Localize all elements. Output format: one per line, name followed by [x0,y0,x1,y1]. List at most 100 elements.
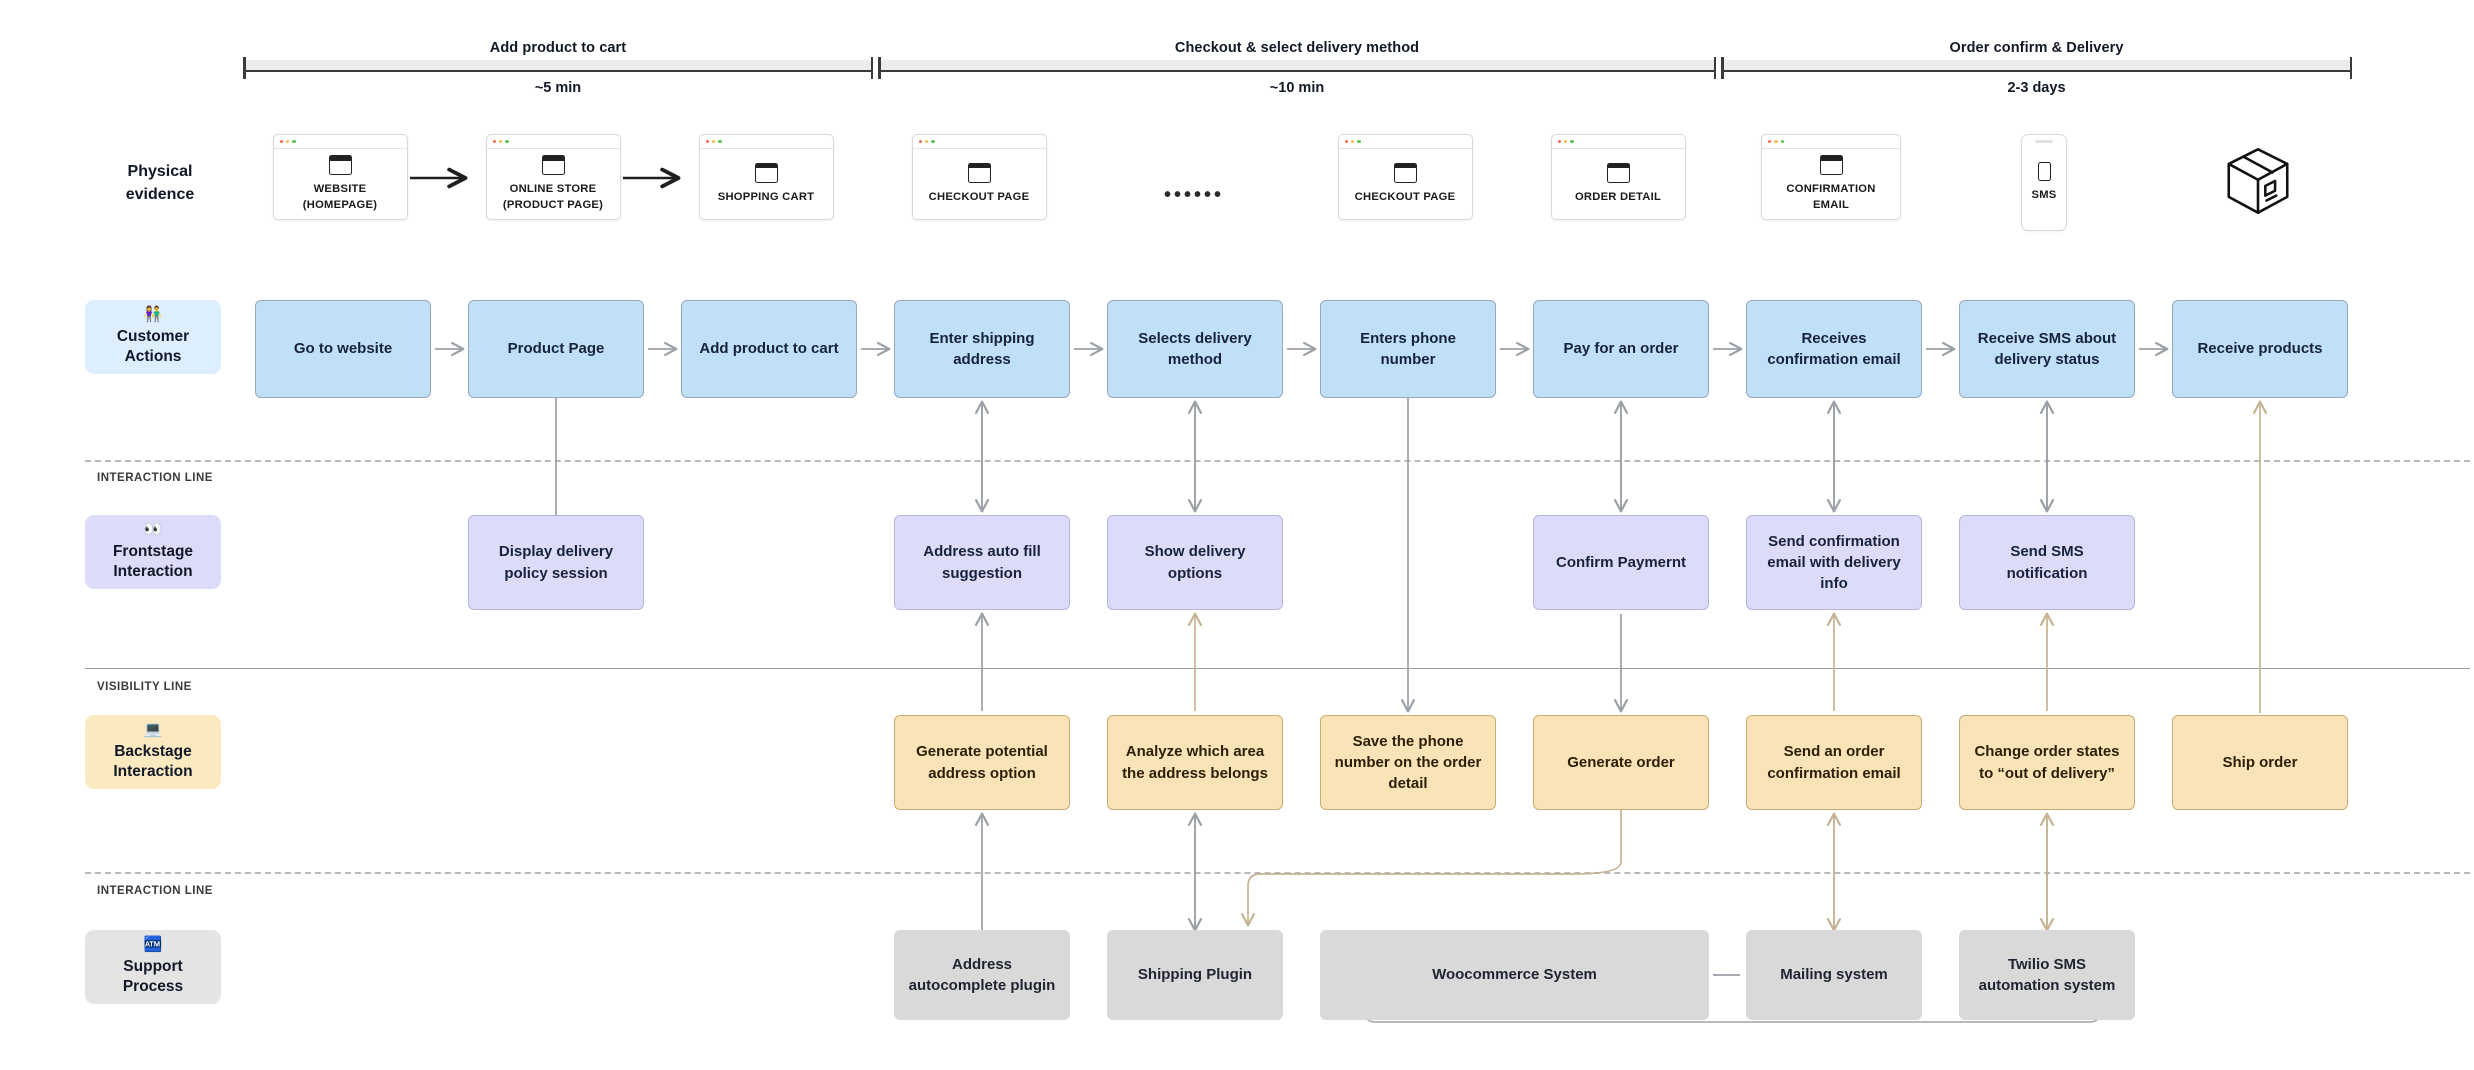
customer-action-node-label: Product Page [507,340,605,358]
physical-evidence-browser-2: ONLINE STORE(PRODUCT PAGE) [485,134,621,220]
customer-action-node[interactable]: Product Page [468,300,644,398]
physical-evidence-label-line2: evidence [125,186,195,204]
browser-window-icon [1393,162,1417,183]
backstage-node-label: Analyze which area the address belongs [1122,743,1268,782]
customer-action-node[interactable]: Go to website [255,300,431,398]
browser-dot-green [292,139,296,144]
backstage-node[interactable]: Save the phone number on the order detai… [1320,715,1496,810]
frontstage-node-label: Show delivery options [1144,543,1246,582]
browser-window-icon [754,162,778,183]
browser-titlebar [1551,135,1685,149]
backstage-node[interactable]: Change order states to “out of delivery” [1959,715,2135,810]
browser-dot-red [1344,139,1348,144]
browser-body: CONFIRMATION EMAIL [1762,149,1900,219]
support-process-node[interactable]: Address autocomplete plugin [894,930,1070,1020]
frontstage-node[interactable]: Display delivery policy session [468,515,644,610]
customer-action-node[interactable]: Receives confirmation email [1746,300,1922,398]
phase-title-3: Order confirm & Delivery [1949,40,2124,56]
customer-action-node[interactable]: Receive SMS about delivery status [1959,300,2135,398]
backstage-node[interactable]: Generate potential address option [894,715,1070,810]
row-label-support-line1: Support [123,957,183,975]
phase-bar-3 [1721,60,2352,72]
post-office-icon: 🏧 [143,935,163,953]
physical-evidence-caption: CHECKOUT PAGE [928,190,1030,203]
interaction-line-top-divider [85,460,2470,462]
physical-evidence-phone: SMS [2021,134,2067,231]
support-process-node-label: Address autocomplete plugin [908,955,1056,994]
frontstage-node[interactable]: Send SMS notification [1959,515,2135,610]
backstage-node[interactable]: Analyze which area the address belongs [1107,715,1283,810]
phase-bar-1 [243,60,873,72]
backstage-node-label: Save the phone number on the order detai… [1334,732,1482,793]
customer-action-node[interactable]: Selects delivery method [1107,300,1283,398]
row-label-customer-line1: Customer [116,327,190,345]
browser-dot-green [1780,139,1785,144]
frontstage-node[interactable]: Address auto fill suggestion [894,515,1070,610]
backstage-node[interactable]: Ship order [2172,715,2348,810]
browser-titlebar [1762,135,1900,149]
frontstage-node[interactable]: Show delivery options [1107,515,1283,610]
phase-duration-3: 2-3 days [2007,80,2066,96]
row-label-backstage: 💻 Backstage Interaction [85,715,221,789]
backstage-node-label: Generate potential address option [916,743,1048,782]
support-process-node[interactable]: Twilio SMS automation system [1959,930,2135,1020]
customer-action-node-label: Receive SMS about delivery status [1977,329,2117,368]
row-label-frontstage: 👀 Frontstage Interaction [85,515,221,589]
phase-2-endcap-right [1713,57,1716,79]
frontstage-node[interactable]: Confirm Paymernt [1533,515,1709,610]
physical-evidence-caption: SHOPPING CART [717,190,815,203]
customer-action-node-label: Selects delivery method [1138,329,1252,368]
browser-dot-red [1557,139,1561,144]
ellipsis-icon: •••••• [1163,184,1224,206]
browser-body: ORDER DETAIL [1552,149,1685,219]
backstage-node[interactable]: Generate order [1533,715,1709,810]
browser-dot-yellow [498,139,503,144]
browser-dot-green [1357,139,1361,144]
browser-titlebar [912,135,1046,149]
browser-titlebar [1338,135,1472,149]
customer-action-node-label: Receive products [2197,340,2323,358]
customer-action-node[interactable]: Enters phone number [1320,300,1496,398]
customer-action-node-label: Receives confirmation email [1767,329,1901,368]
customer-action-node-label: Pay for an order [1563,340,1679,358]
browser-dot-red [1768,139,1772,144]
browser-window-icon [1819,155,1843,176]
browser-dot-green [718,139,722,144]
phase-title-1: Add product to cart [489,40,627,56]
customer-action-node[interactable]: Add product to cart [681,300,857,398]
row-label-customer-actions: 👫 Customer Actions [85,300,221,374]
browser-dot-yellow [711,139,716,144]
frontstage-node[interactable]: Send confirmation email with delivery in… [1746,515,1922,610]
frontstage-node-label: Send confirmation email with delivery in… [1767,532,1901,593]
phase-bar-2 [878,60,1716,72]
customer-action-node[interactable]: Pay for an order [1533,300,1709,398]
people-holding-hands-icon: 👫 [143,305,163,323]
interaction-line-top-caption: INTERACTION LINE [97,472,213,484]
browser-titlebar [486,135,620,149]
customer-action-node[interactable]: Enter shipping address [894,300,1070,398]
frontstage-node-label: Send SMS notification [2006,543,2088,582]
physical-evidence-caption: CHECKOUT PAGE [1354,190,1456,203]
browser-dot-green [1570,139,1574,144]
support-process-node-label: Twilio SMS automation system [1978,955,2116,994]
backstage-node-label: Change order states to “out of delivery” [1974,743,2120,782]
physical-evidence-caption: CONFIRMATION EMAIL [1786,183,1876,211]
browser-window-icon [541,155,565,176]
interaction-line-bottom-divider [85,872,2470,874]
physical-evidence-browser-8: CONFIRMATION EMAIL [1761,134,1901,220]
browser-window-icon [1606,162,1630,183]
row-label-customer-line2: Actions [124,348,182,365]
customer-action-node[interactable]: Receive products [2172,300,2348,398]
support-process-node[interactable]: Mailing system [1746,930,1922,1020]
backstage-node-label: Send an order confirmation email [1767,743,1901,782]
browser-dot-red [705,139,709,144]
support-process-node[interactable]: Shipping Plugin [1107,930,1283,1020]
browser-window-icon [967,162,991,183]
support-process-node[interactable]: Woocommerce System [1320,930,1709,1020]
browser-dot-red [279,139,283,144]
physical-evidence-row-label: Physical evidence [85,160,235,206]
customer-action-node-label: Enters phone number [1360,329,1456,368]
browser-dot-yellow [1350,139,1355,144]
backstage-node[interactable]: Send an order confirmation email [1746,715,1922,810]
